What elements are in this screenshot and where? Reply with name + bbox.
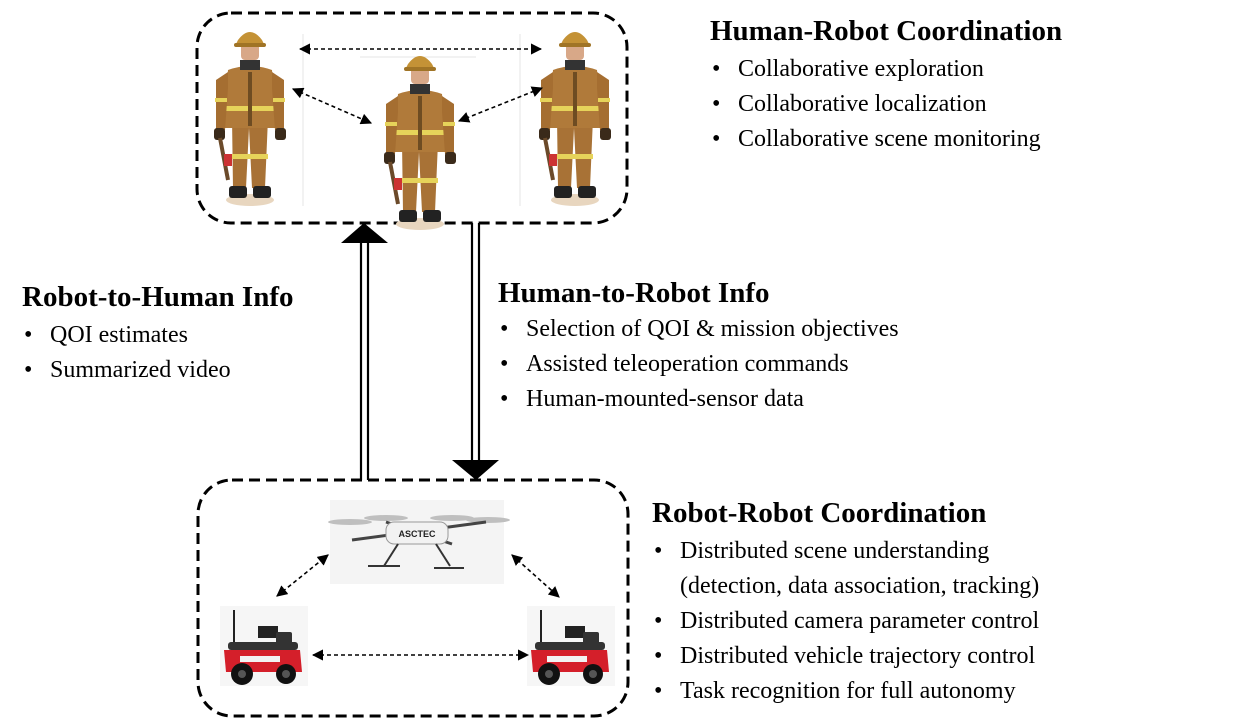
ground-robot-left-image xyxy=(219,605,309,687)
human-robot-coordination-block: Human-Robot Coordination Collaborative e… xyxy=(710,14,1062,157)
robot-to-human-arrow xyxy=(341,223,388,480)
list-item: Selection of QOI & mission objectives xyxy=(498,312,899,347)
robot-to-human-block: Robot-to-Human Info QOI estimates Summar… xyxy=(22,280,294,388)
list-item: Distributed scene understanding xyxy=(652,534,1039,569)
quadrotor-drone-image: ASCTEC xyxy=(328,500,510,584)
robot-drone-arrow-right xyxy=(511,554,560,598)
list-item: Assisted teleoperation commands xyxy=(498,347,899,382)
robot-robot-coordination-list: Distributed scene understanding (detecti… xyxy=(652,534,1039,709)
list-item: Collaborative scene monitoring xyxy=(710,122,1062,157)
list-item: QOI estimates xyxy=(22,318,294,353)
human-to-robot-arrow xyxy=(452,223,499,480)
human-robot-coordination-list: Collaborative exploration Collaborative … xyxy=(710,52,1062,157)
human-robot-coordination-title: Human-Robot Coordination xyxy=(710,15,1063,47)
list-item: Distributed camera parameter control xyxy=(652,604,1039,639)
human-to-robot-block: Human-to-Robot Info Selection of QOI & m… xyxy=(498,276,899,417)
robot-drone-arrow-left xyxy=(276,554,329,597)
robot-to-human-list: QOI estimates Summarized video xyxy=(22,318,294,388)
list-item: Task recognition for full autonomy xyxy=(652,674,1039,709)
robot-team-box xyxy=(196,478,630,718)
list-item-continuation: (detection, data association, tracking) xyxy=(680,573,1040,599)
firefighter-right-image xyxy=(537,30,613,208)
human-human-arrow-left xyxy=(291,87,373,125)
list-item: Human-mounted-sensor data xyxy=(498,382,899,417)
human-human-arrow-right xyxy=(457,86,544,123)
firefighter-center-image xyxy=(382,54,458,232)
human-to-robot-title: Human-to-Robot Info xyxy=(498,277,770,309)
list-item: Collaborative localization xyxy=(710,87,1062,122)
list-item: Distributed vehicle trajectory control xyxy=(652,639,1039,674)
ground-robot-right-image xyxy=(526,605,616,687)
robot-to-human-title: Robot-to-Human Info xyxy=(22,281,294,313)
robot-robot-coordination-title: Robot-Robot Coordination xyxy=(652,497,987,529)
human-to-robot-list: Selection of QOI & mission objectives As… xyxy=(498,312,899,417)
firefighter-left-image xyxy=(212,30,288,208)
drone-logo-text: ASCTEC xyxy=(398,529,436,539)
list-item: Collaborative exploration xyxy=(710,52,1062,87)
list-item: Summarized video xyxy=(22,353,294,388)
robot-robot-coordination-block: Robot-Robot Coordination Distributed sce… xyxy=(652,496,1039,709)
